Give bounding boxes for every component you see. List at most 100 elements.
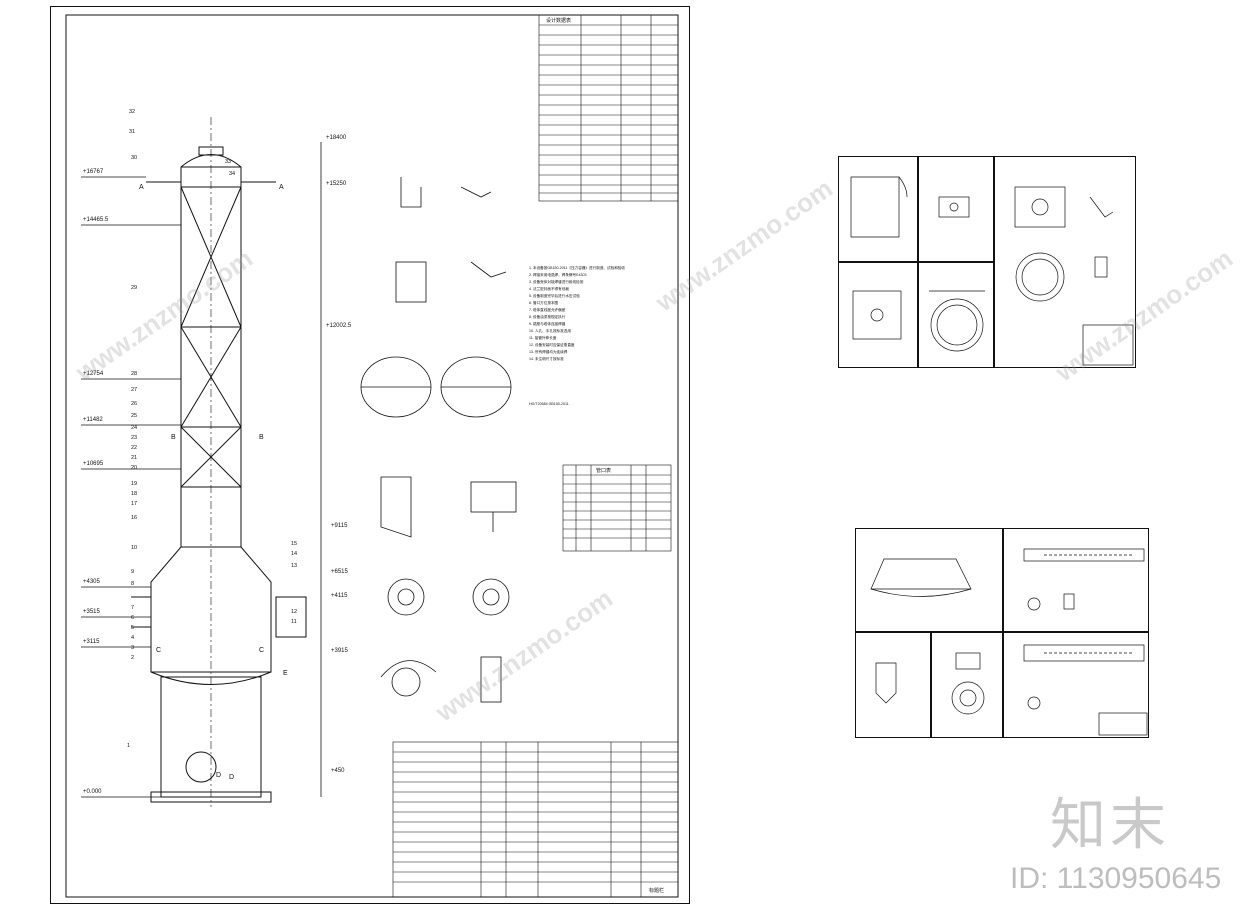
sub-b3-svg	[875, 662, 897, 704]
part-num-29: 5	[131, 625, 134, 631]
part-num-4: 33	[225, 159, 231, 165]
section-label-7: D	[229, 774, 234, 781]
elev-label-4: +12002.5	[326, 323, 352, 329]
section-label-8: E	[283, 670, 288, 677]
design-table-heading: 设计数据表	[546, 17, 571, 24]
section-label-4: C	[156, 647, 161, 654]
part-num-25: 9	[131, 569, 134, 575]
sub-a4-svg	[929, 290, 985, 352]
part-num-24: 10	[131, 545, 137, 551]
parts-list-table	[392, 741, 679, 898]
tech-note-5: 6. 管口方位按本图	[529, 300, 559, 305]
section-label-3: B	[259, 434, 264, 441]
tech-note-0: 1. 本设备按GB150-2011《压力容器》进行制造、试验和验收	[529, 265, 625, 270]
section-label-0: A	[139, 184, 144, 191]
title-block-heading: 标题栏	[649, 887, 664, 894]
part-num-20: 14	[291, 551, 297, 557]
section-label-1: A	[279, 184, 284, 191]
elev-label-7: +10695	[83, 461, 104, 467]
tech-note-7: 8. 设备油漆按规定执行	[529, 314, 566, 319]
part-num-11: 23	[131, 435, 137, 441]
section-label-5: C	[259, 647, 264, 654]
part-num-28: 6	[131, 615, 134, 621]
part-num-8: 26	[131, 401, 137, 407]
tech-notes: 1. 本设备按GB150-2011《压力容器》进行制造、试验和验收 2. 焊接采…	[529, 265, 625, 406]
tower-vessel	[131, 117, 307, 807]
elev-label-11: +4115	[331, 593, 348, 599]
part-num-6: 28	[131, 371, 137, 377]
sub-a5-svg	[1014, 186, 1134, 366]
sub-a3-svg	[852, 290, 902, 340]
sub-b1-svg	[870, 558, 972, 597]
main-drawing-svg: +18400 +16767 +15250 +14465.5 +12002.5 +…	[65, 14, 679, 898]
sub-b4-svg	[951, 652, 985, 715]
part-num-22: 12	[291, 609, 297, 615]
part-num-15: 19	[131, 481, 137, 487]
part-num-1: 31	[129, 129, 135, 135]
sub-a2-svg	[938, 196, 970, 218]
elev-label-2: +15250	[326, 181, 347, 187]
part-num-26: 8	[131, 581, 134, 587]
sub-sheet-b4	[931, 632, 1003, 738]
detail-views	[360, 177, 517, 703]
part-num-9: 25	[131, 413, 137, 419]
image-id: ID: 1130950645	[1010, 862, 1222, 895]
section-labels: A A B B C C D D E	[139, 184, 288, 781]
tech-note-2: 3. 设备壳体对接焊缝进行射线检测	[529, 279, 584, 284]
part-num-16: 18	[131, 491, 137, 497]
elev-label-13: +3915	[331, 648, 349, 654]
elev-label-14: +3115	[83, 639, 100, 645]
part-num-17: 17	[131, 501, 137, 507]
elev-label-15: +450	[331, 768, 345, 774]
sub-sheet-a1	[838, 156, 918, 262]
elev-label-12: +3515	[83, 609, 101, 615]
tech-note-12: 13. 所有焊缝均为连续焊	[529, 349, 568, 354]
brand-logo: 知末	[1050, 793, 1170, 858]
sub-sheet-b1	[855, 528, 1003, 632]
elev-label-3: +14465.5	[83, 217, 109, 223]
part-num-21: 13	[291, 563, 297, 569]
tech-note-6: 7. 塔体直线度允许偏差	[529, 307, 566, 312]
sub-sheet-a4	[918, 262, 994, 368]
tech-note-13: 14. 未注明尺寸按标准	[529, 356, 564, 361]
nozzle-table	[562, 464, 672, 552]
elev-label-5: +12754	[83, 371, 104, 377]
sub-sheet-b5	[1003, 632, 1149, 738]
tech-note-ref: HG/T20584 GB150-2011	[529, 402, 569, 406]
section-label-6: D	[216, 772, 221, 779]
elev-label-0: +18400	[326, 135, 347, 141]
tech-note-8: 9. 裙座与塔体连接焊缝	[529, 321, 566, 326]
elev-label-16: +0.000	[83, 789, 102, 795]
elev-label-8: +9115	[331, 523, 348, 529]
elevation-markers	[81, 142, 322, 798]
part-num-27: 7	[131, 605, 134, 611]
elev-label-6: +11482	[83, 417, 103, 423]
inner-frame	[65, 14, 679, 898]
tech-note-10: 11. 接管外伸长度	[529, 335, 557, 340]
elev-label-9: +6515	[331, 569, 349, 575]
sub-b2-svg	[1023, 548, 1145, 611]
elev-label-1: +16767	[83, 169, 104, 175]
part-num-13: 21	[131, 455, 137, 461]
part-num-5: 29	[131, 285, 137, 291]
part-num-32: 2	[131, 655, 134, 661]
sub-sheet-a2	[918, 156, 994, 262]
part-num-30: 4	[131, 635, 134, 641]
sub-a1-svg	[850, 176, 908, 238]
sub-sheet-a5	[994, 156, 1136, 368]
tech-note-11: 12. 设备安装时应保证垂直度	[529, 342, 575, 347]
tech-note-1: 2. 焊接采用电弧焊，焊条牌号E4303	[529, 272, 587, 277]
part-num-7: 27	[131, 387, 137, 393]
design-data-table	[538, 14, 679, 202]
tech-note-9: 10. 人孔、手孔按标准选用	[529, 328, 571, 333]
part-num-23: 11	[291, 619, 297, 625]
sub-sheet-a3	[838, 262, 918, 368]
elevation-labels: +18400 +16767 +15250 +14465.5 +12002.5 +…	[83, 135, 352, 795]
tech-note-4: 5. 设备制造完毕后进行水压试验	[529, 293, 580, 298]
part-num-19: 15	[291, 541, 297, 547]
part-num-2: 30	[131, 155, 137, 161]
nozzle-table-heading: 管口表	[596, 467, 611, 474]
sub-sheet-b3	[855, 632, 931, 738]
part-num-31: 3	[131, 645, 134, 651]
part-num-18: 16	[131, 515, 137, 521]
